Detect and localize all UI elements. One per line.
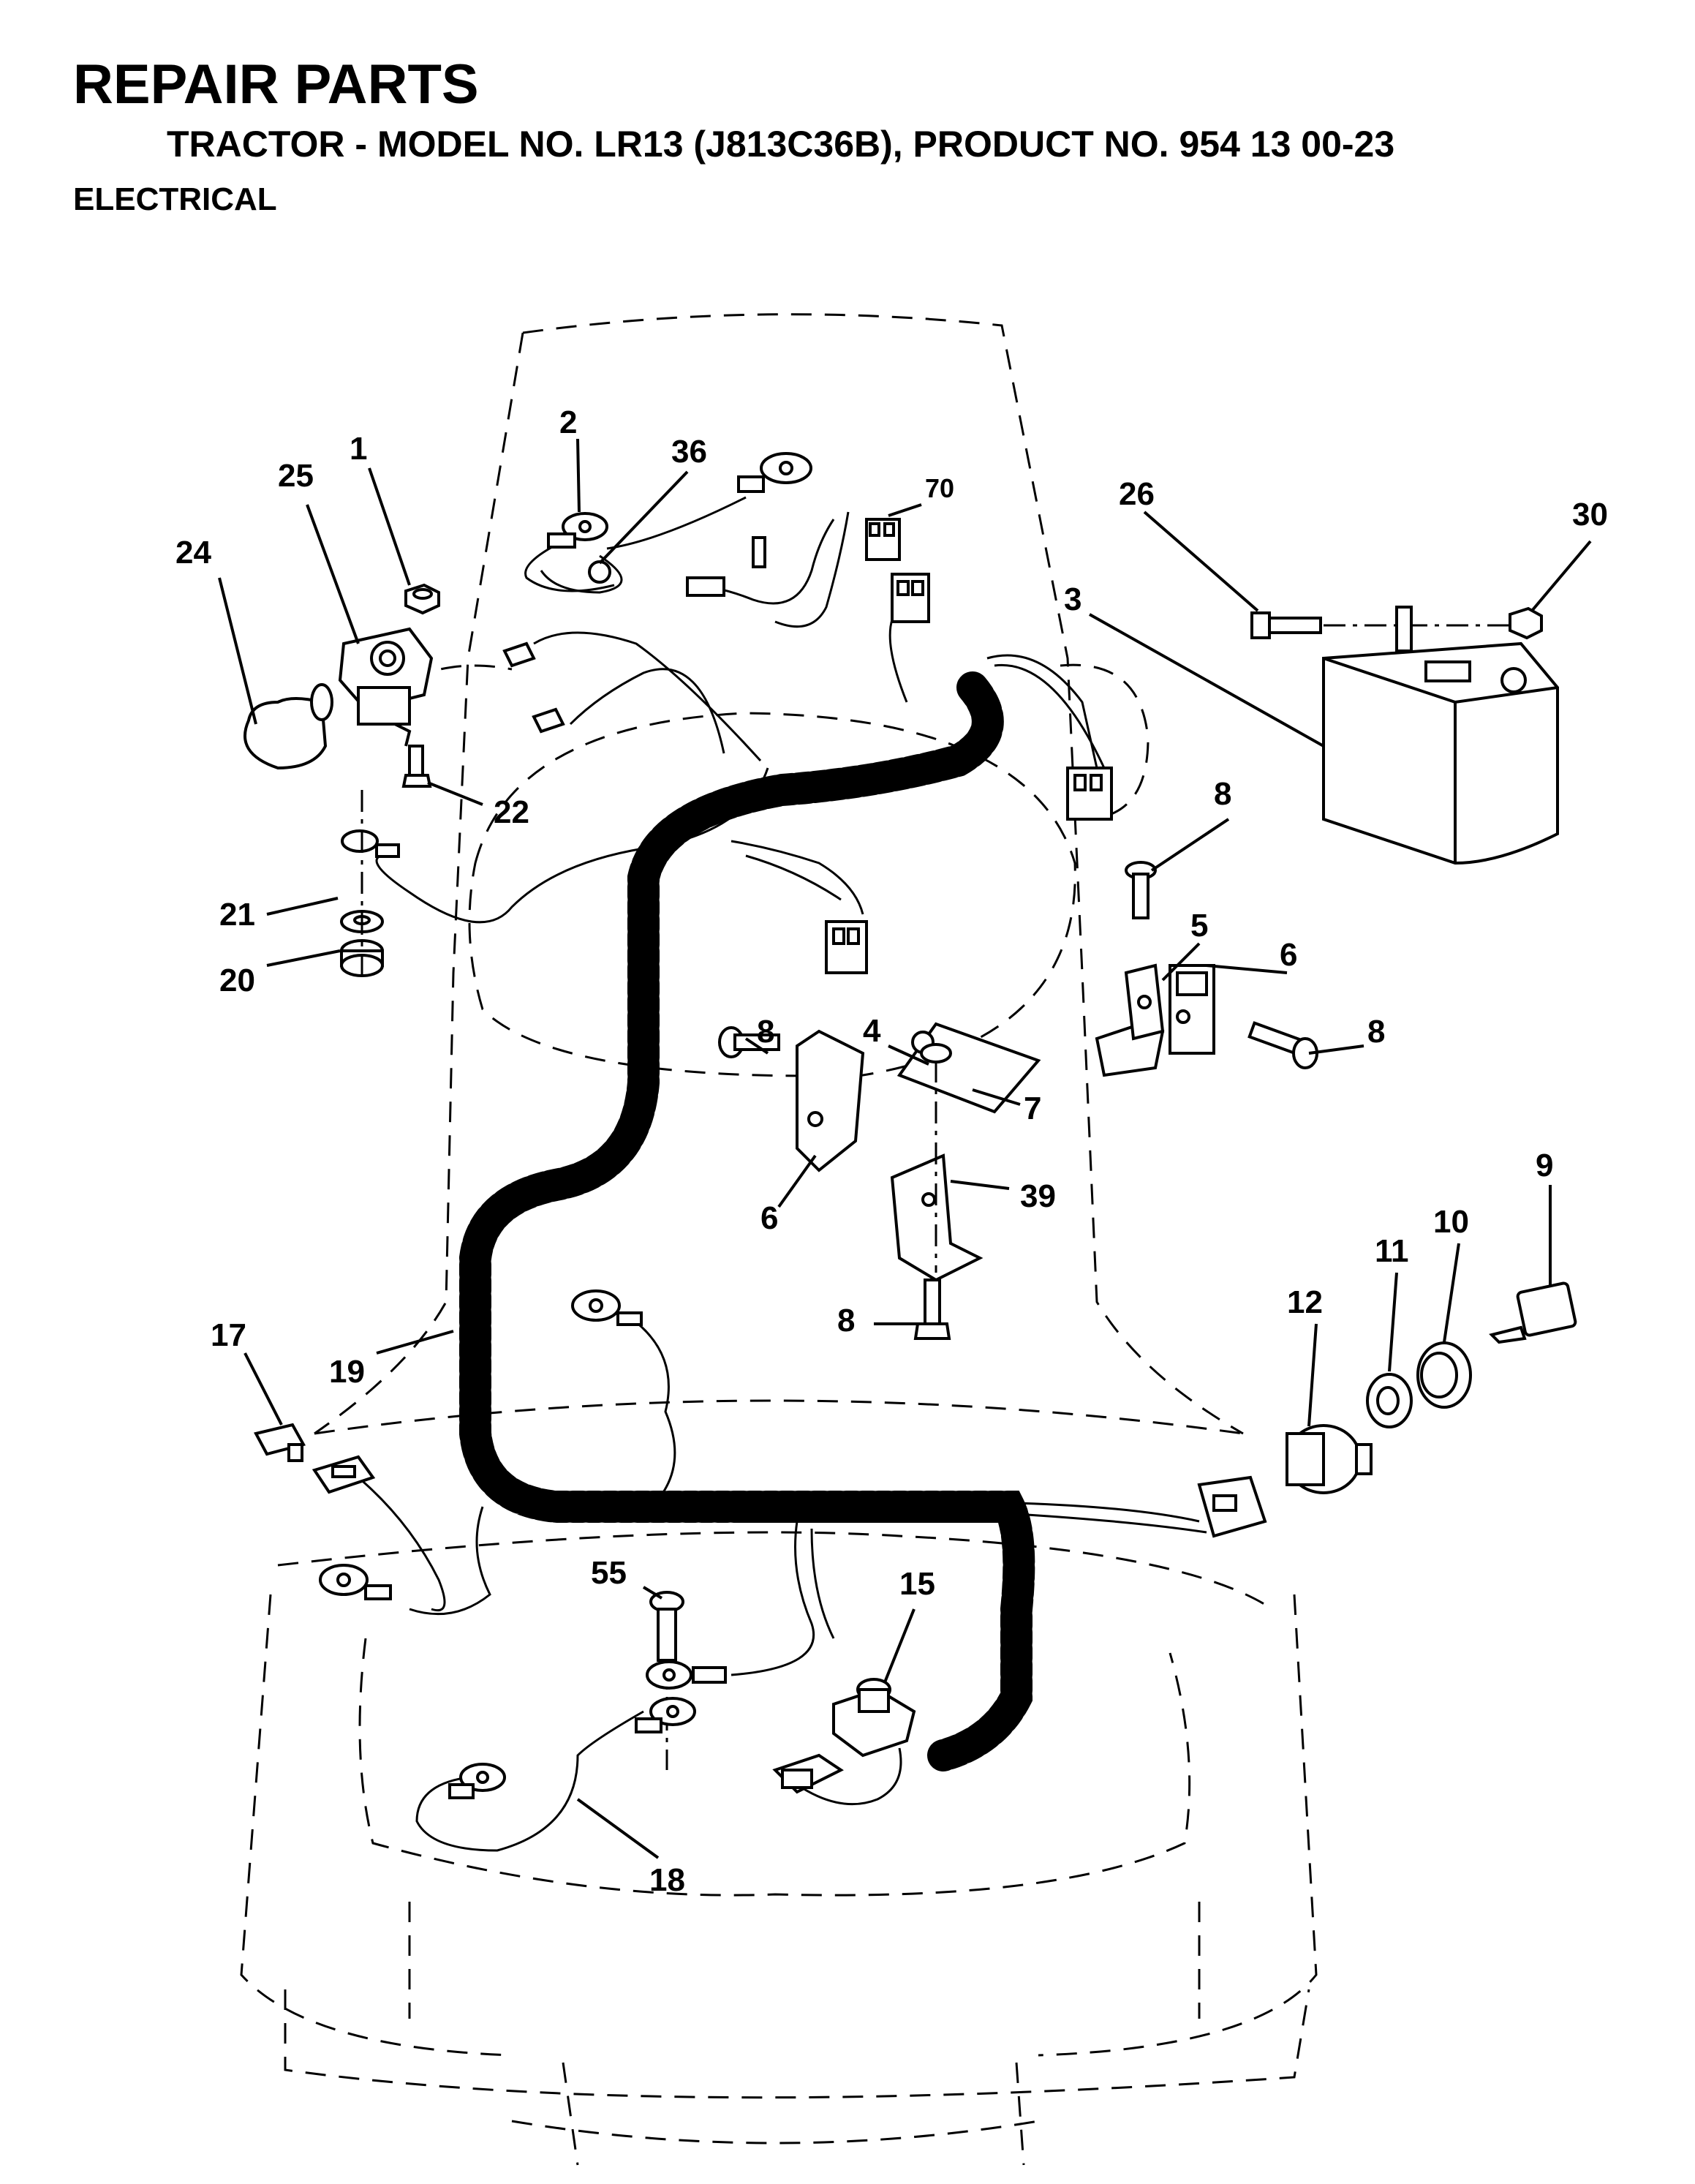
callout-labels: 1 2 3 4 5 6 6 7 8 8 8 8 9 10 11 12 15 17…	[175, 404, 1608, 1898]
lower-wires	[358, 1315, 1207, 1852]
part-ring-terminal-top-left	[571, 1289, 643, 1326]
part-ignition-connector	[1197, 1475, 1267, 1538]
part-bezel-10	[1416, 1341, 1472, 1409]
part-battery	[1322, 606, 1559, 865]
part-switch-6-center	[796, 1029, 865, 1172]
part-harness-connector-mid	[825, 920, 868, 974]
part-bolt-55	[649, 1591, 684, 1662]
callout-70: 70	[925, 473, 954, 503]
part-screw-8-right-bottom	[1247, 1021, 1318, 1069]
callout-11: 11	[1375, 1233, 1409, 1269]
part-bolt-26	[1250, 611, 1322, 639]
part-ring-terminal-left	[319, 1564, 392, 1600]
part-ground-wire-2	[524, 512, 615, 592]
part-screw-8-right-top	[1125, 861, 1157, 919]
callout-39: 39	[1020, 1178, 1056, 1214]
part-starter-solenoid	[338, 627, 434, 747]
part-nut-4	[920, 1043, 952, 1063]
callout-7: 7	[1024, 1091, 1041, 1126]
part-clips	[502, 641, 565, 734]
part-ignition-switch-12	[1286, 1424, 1373, 1494]
part-ring-terminal-a	[341, 829, 400, 858]
callout-30: 30	[1572, 497, 1608, 532]
part-connector-70	[865, 518, 901, 561]
callout-5: 5	[1190, 908, 1208, 944]
callout-9: 9	[1536, 1148, 1553, 1183]
part-harness-connector-right	[1066, 767, 1113, 821]
callout-6-center: 6	[760, 1200, 778, 1236]
callout-10: 10	[1433, 1204, 1469, 1240]
callout-15: 15	[899, 1566, 935, 1602]
callout-36: 36	[671, 434, 707, 470]
callout-21: 21	[219, 897, 255, 933]
wiring-harness-coiled	[459, 671, 1035, 1771]
callout-1: 1	[350, 431, 367, 467]
tractor-outline	[240, 313, 1318, 2166]
part-nut	[404, 583, 440, 615]
part-bracket-7	[896, 1022, 1041, 1114]
callout-22: 22	[494, 794, 529, 830]
callout-2: 2	[559, 404, 577, 440]
callout-8-center: 8	[757, 1014, 774, 1050]
part-nut-30	[1509, 606, 1543, 640]
callout-20: 20	[219, 963, 255, 998]
callout-12: 12	[1287, 1284, 1323, 1320]
part-plug-upper	[891, 573, 930, 623]
callout-55: 55	[591, 1555, 627, 1591]
part-key-9	[1489, 1281, 1577, 1344]
callout-6-right: 6	[1280, 937, 1297, 973]
page-subtitle: TRACTOR - MODEL NO. LR13 (J813C36B), PRO…	[167, 124, 1395, 165]
part-switch-6-right	[1169, 964, 1215, 1055]
part-screw-22	[401, 745, 432, 788]
part-fuse-17	[254, 1423, 306, 1462]
callout-3: 3	[1064, 581, 1081, 617]
callout-8-right-top: 8	[1214, 776, 1231, 812]
part-fuse-holder	[312, 1455, 376, 1494]
part-terminal-boot	[244, 683, 333, 770]
callout-8-right-bottom: 8	[1367, 1014, 1385, 1050]
section-label: ELECTRICAL	[73, 181, 277, 217]
part-bracket-39	[890, 1153, 984, 1282]
callout-8-bottom: 8	[837, 1303, 855, 1338]
part-ring-terminal-upper	[737, 452, 812, 493]
page-title: REPAIR PARTS	[73, 53, 479, 116]
part-screw-8-bottom	[913, 1279, 951, 1340]
callout-4: 4	[863, 1013, 881, 1049]
part-seat-connector	[772, 1753, 844, 1794]
part-bullet-connector	[686, 536, 766, 597]
part-seat-switch-15	[832, 1678, 916, 1758]
callout-17: 17	[211, 1317, 246, 1353]
callout-19: 19	[329, 1354, 365, 1390]
part-bracket-5	[1095, 963, 1165, 1077]
callout-26: 26	[1119, 476, 1155, 512]
leader-lines	[218, 438, 1592, 1859]
part-ring-terminal-55	[646, 1660, 727, 1690]
part-ground-wire-18	[448, 1697, 696, 1799]
part-nut-11	[1366, 1373, 1413, 1428]
callout-18: 18	[649, 1862, 685, 1898]
callout-24: 24	[175, 535, 211, 571]
callout-25: 25	[278, 458, 314, 494]
